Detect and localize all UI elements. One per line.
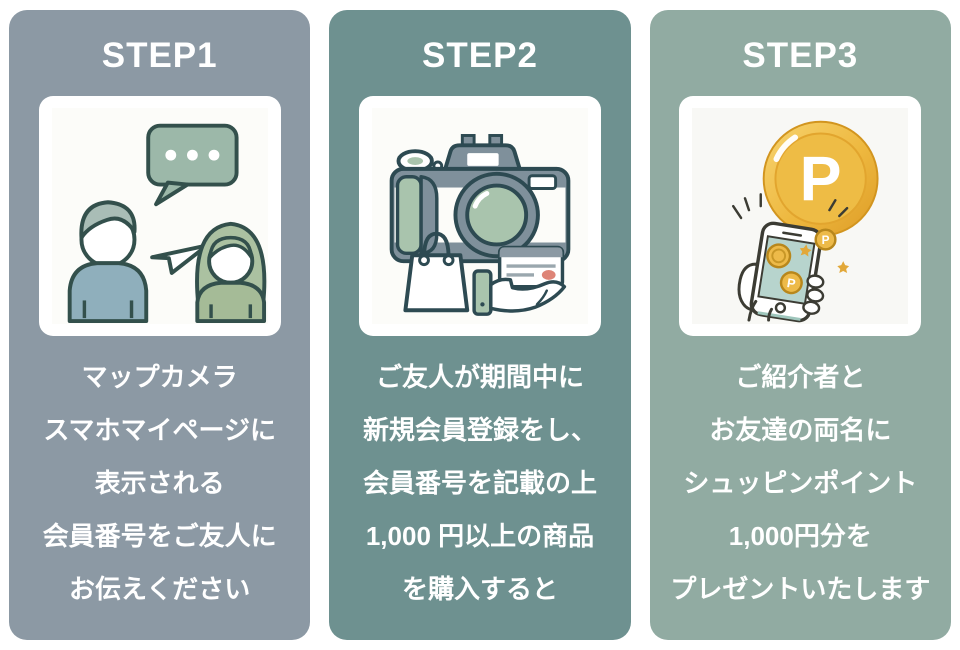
- step2-illustration-panel: [358, 96, 601, 336]
- text-line: マップカメラ: [81, 362, 238, 392]
- step3-illustration-area: P: [692, 108, 909, 324]
- text-line: スマホマイページに: [43, 415, 277, 445]
- text-line: を購入すると: [401, 574, 558, 604]
- step1-illustration-panel: [38, 96, 281, 336]
- step1-description: マップカメラ スマホマイページに 表示される 会員番号をご友人に お伝えください: [43, 351, 277, 616]
- step2-title: STEP2: [422, 36, 538, 75]
- mini-coin-letter: P: [822, 234, 830, 247]
- text-line: 表示される: [94, 468, 225, 498]
- text-line: 会員番号をご友人に: [42, 521, 277, 551]
- text-line: シュッピンポイント: [683, 468, 918, 498]
- two-people-chat-icon: [67, 123, 266, 324]
- point-coin-phone-icon: P: [732, 120, 879, 323]
- step1-card: STEP1: [9, 10, 311, 640]
- coin-letter: P: [800, 144, 842, 214]
- step1-title: STEP1: [101, 36, 218, 75]
- step3-description: ご紹介者と お友達の両名に シュッピンポイント 1,000円分を プレゼントいた…: [670, 351, 930, 616]
- text-line: プレゼントいたします: [670, 574, 931, 604]
- text-line: 1,000円分を: [728, 521, 872, 551]
- text-line: ご紹介者と: [735, 362, 866, 392]
- step2-illustration-area: [371, 108, 588, 324]
- step2-description: ご友人が期間中に 新規会員登録をし、 会員番号を記載の上 1,000 円以上の商…: [363, 351, 597, 616]
- camera-purchase-icon: [389, 134, 571, 316]
- step1-illustration-area: [51, 108, 268, 324]
- text-line: ご友人が期間中に: [375, 362, 584, 392]
- mini-coin-letter: P: [786, 275, 797, 291]
- step3-card: STEP3 P: [649, 10, 951, 640]
- text-line: お伝えください: [69, 574, 251, 604]
- step3-title: STEP3: [742, 36, 859, 75]
- text-line: 新規会員登録をし、: [362, 415, 597, 445]
- text-line: 1,000 円以上の商品: [365, 521, 595, 551]
- text-line: 会員番号を記載の上: [362, 468, 597, 498]
- step3-illustration-panel: P: [679, 96, 922, 336]
- text-line: お友達の両名に: [709, 415, 892, 445]
- step2-card: STEP2: [329, 10, 631, 640]
